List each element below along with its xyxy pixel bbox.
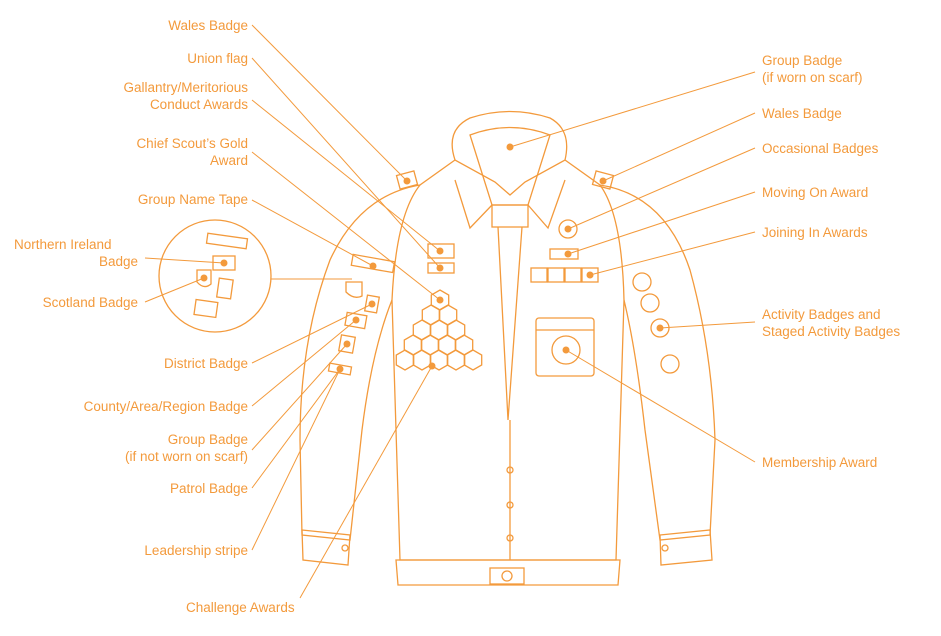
label-chief-scout-line-2: Award <box>210 153 248 168</box>
activity-badge-2 <box>640 293 660 313</box>
label-patrol-badge: Patrol Badge <box>170 481 248 496</box>
challenge-award-hexagon <box>463 349 483 371</box>
label-group-badge-right-line-2: (if worn on scarf) <box>762 70 863 85</box>
scarf-inner <box>469 126 551 206</box>
label-occasional-badges: Occasional Badges <box>762 141 879 156</box>
label-group-badge-right-line-1: Group Badge <box>762 53 842 68</box>
waistband <box>395 559 621 586</box>
challenge-award-hexagon <box>412 349 432 371</box>
challenge-award-hexagon <box>446 349 466 371</box>
union-flag-patch <box>427 262 455 274</box>
label-joining-in-awards: Joining In Awards <box>762 225 868 240</box>
joining-in-patch-2 <box>547 267 565 283</box>
label-group-name-tape: Group Name Tape <box>138 192 248 207</box>
scarf-tie <box>497 226 523 421</box>
pocket <box>535 317 595 377</box>
group-badge-left-patch <box>337 334 357 354</box>
right-sleeve <box>599 184 716 541</box>
joining-in-patch-3 <box>564 267 582 283</box>
label-northern-ireland-line-2: Badge <box>99 254 138 269</box>
moving-on-patch <box>549 248 579 260</box>
district-patch <box>363 294 381 314</box>
occasional-badge-patch <box>558 219 578 239</box>
label-union-flag: Union flag <box>187 51 248 66</box>
shirt-body <box>391 159 625 561</box>
scarf-collar <box>451 110 568 161</box>
activity-badge-4 <box>660 354 680 374</box>
left-sleeve <box>299 184 421 541</box>
left-collar-point <box>454 179 493 230</box>
label-wales-badge-right: Wales Badge <box>762 106 842 121</box>
label-county-badge: County/Area/Region Badge <box>84 399 248 414</box>
right-cuff-button <box>661 544 669 552</box>
inset-district-badge <box>215 277 234 300</box>
county-patch <box>344 311 368 330</box>
membership-award-patch <box>551 335 581 365</box>
label-chief-scout-line-1: Chief Scout’s Gold <box>136 136 248 151</box>
inset-scotland-badge <box>196 269 212 288</box>
right-cuff <box>659 529 713 566</box>
label-activity-badges-line-1: Activity Badges and <box>762 307 881 322</box>
left-cuff-button <box>341 544 349 552</box>
label-scotland-badge: Scotland Badge <box>43 295 138 310</box>
shirt-button-1 <box>506 466 514 474</box>
label-group-badge-left-line-2: (if not worn on scarf) <box>125 449 248 464</box>
label-moving-on-award: Moving On Award <box>762 185 868 200</box>
inset-county-badge <box>193 298 219 319</box>
label-membership-award: Membership Award <box>762 455 877 470</box>
inset-ni-badge <box>212 255 236 271</box>
label-leadership-stripe: Leadership stripe <box>144 543 248 558</box>
fleur-de-lis-icon <box>501 570 513 582</box>
wales-badge-right-patch <box>591 170 615 190</box>
label-wales-badge-left: Wales Badge <box>168 18 248 33</box>
leader-lines <box>144 24 756 599</box>
label-group-badge-left-line-1: Group Badge <box>168 432 248 447</box>
joining-in-patch-1 <box>530 267 548 283</box>
label-gallantry-line-1: Gallantry/Meritorious <box>123 80 248 95</box>
activity-badge-3 <box>650 318 670 338</box>
labels: Wales Badge Union flag Gallantry/Meritor… <box>14 18 900 615</box>
challenge-awards-hexagons <box>395 289 483 371</box>
label-district-badge: District Badge <box>164 356 248 371</box>
label-gallantry-line-2: Conduct Awards <box>150 97 248 112</box>
label-activity-badges-line-2: Staged Activity Badges <box>762 324 900 339</box>
inset-tape <box>205 232 249 250</box>
right-collar-point <box>527 179 566 230</box>
shirt-button-3 <box>506 534 514 542</box>
left-cuff <box>301 529 351 566</box>
joining-in-patch-4 <box>581 267 599 283</box>
wales-badge-left-patch <box>395 170 419 190</box>
activity-badge-1 <box>632 272 652 292</box>
label-northern-ireland-line-1: Northern Ireland <box>14 237 112 252</box>
shirt-button-2 <box>506 501 514 509</box>
sleeve-inset-circle <box>158 219 272 333</box>
gallantry-patch <box>427 243 455 259</box>
label-challenge-awards: Challenge Awards <box>186 600 295 615</box>
belt-buckle <box>489 567 525 585</box>
woggle <box>491 204 529 228</box>
scotland-patch <box>345 281 363 298</box>
challenge-award-hexagon <box>395 349 415 371</box>
shirt-drawing <box>158 110 716 586</box>
leadership-stripe-patch <box>327 362 353 376</box>
